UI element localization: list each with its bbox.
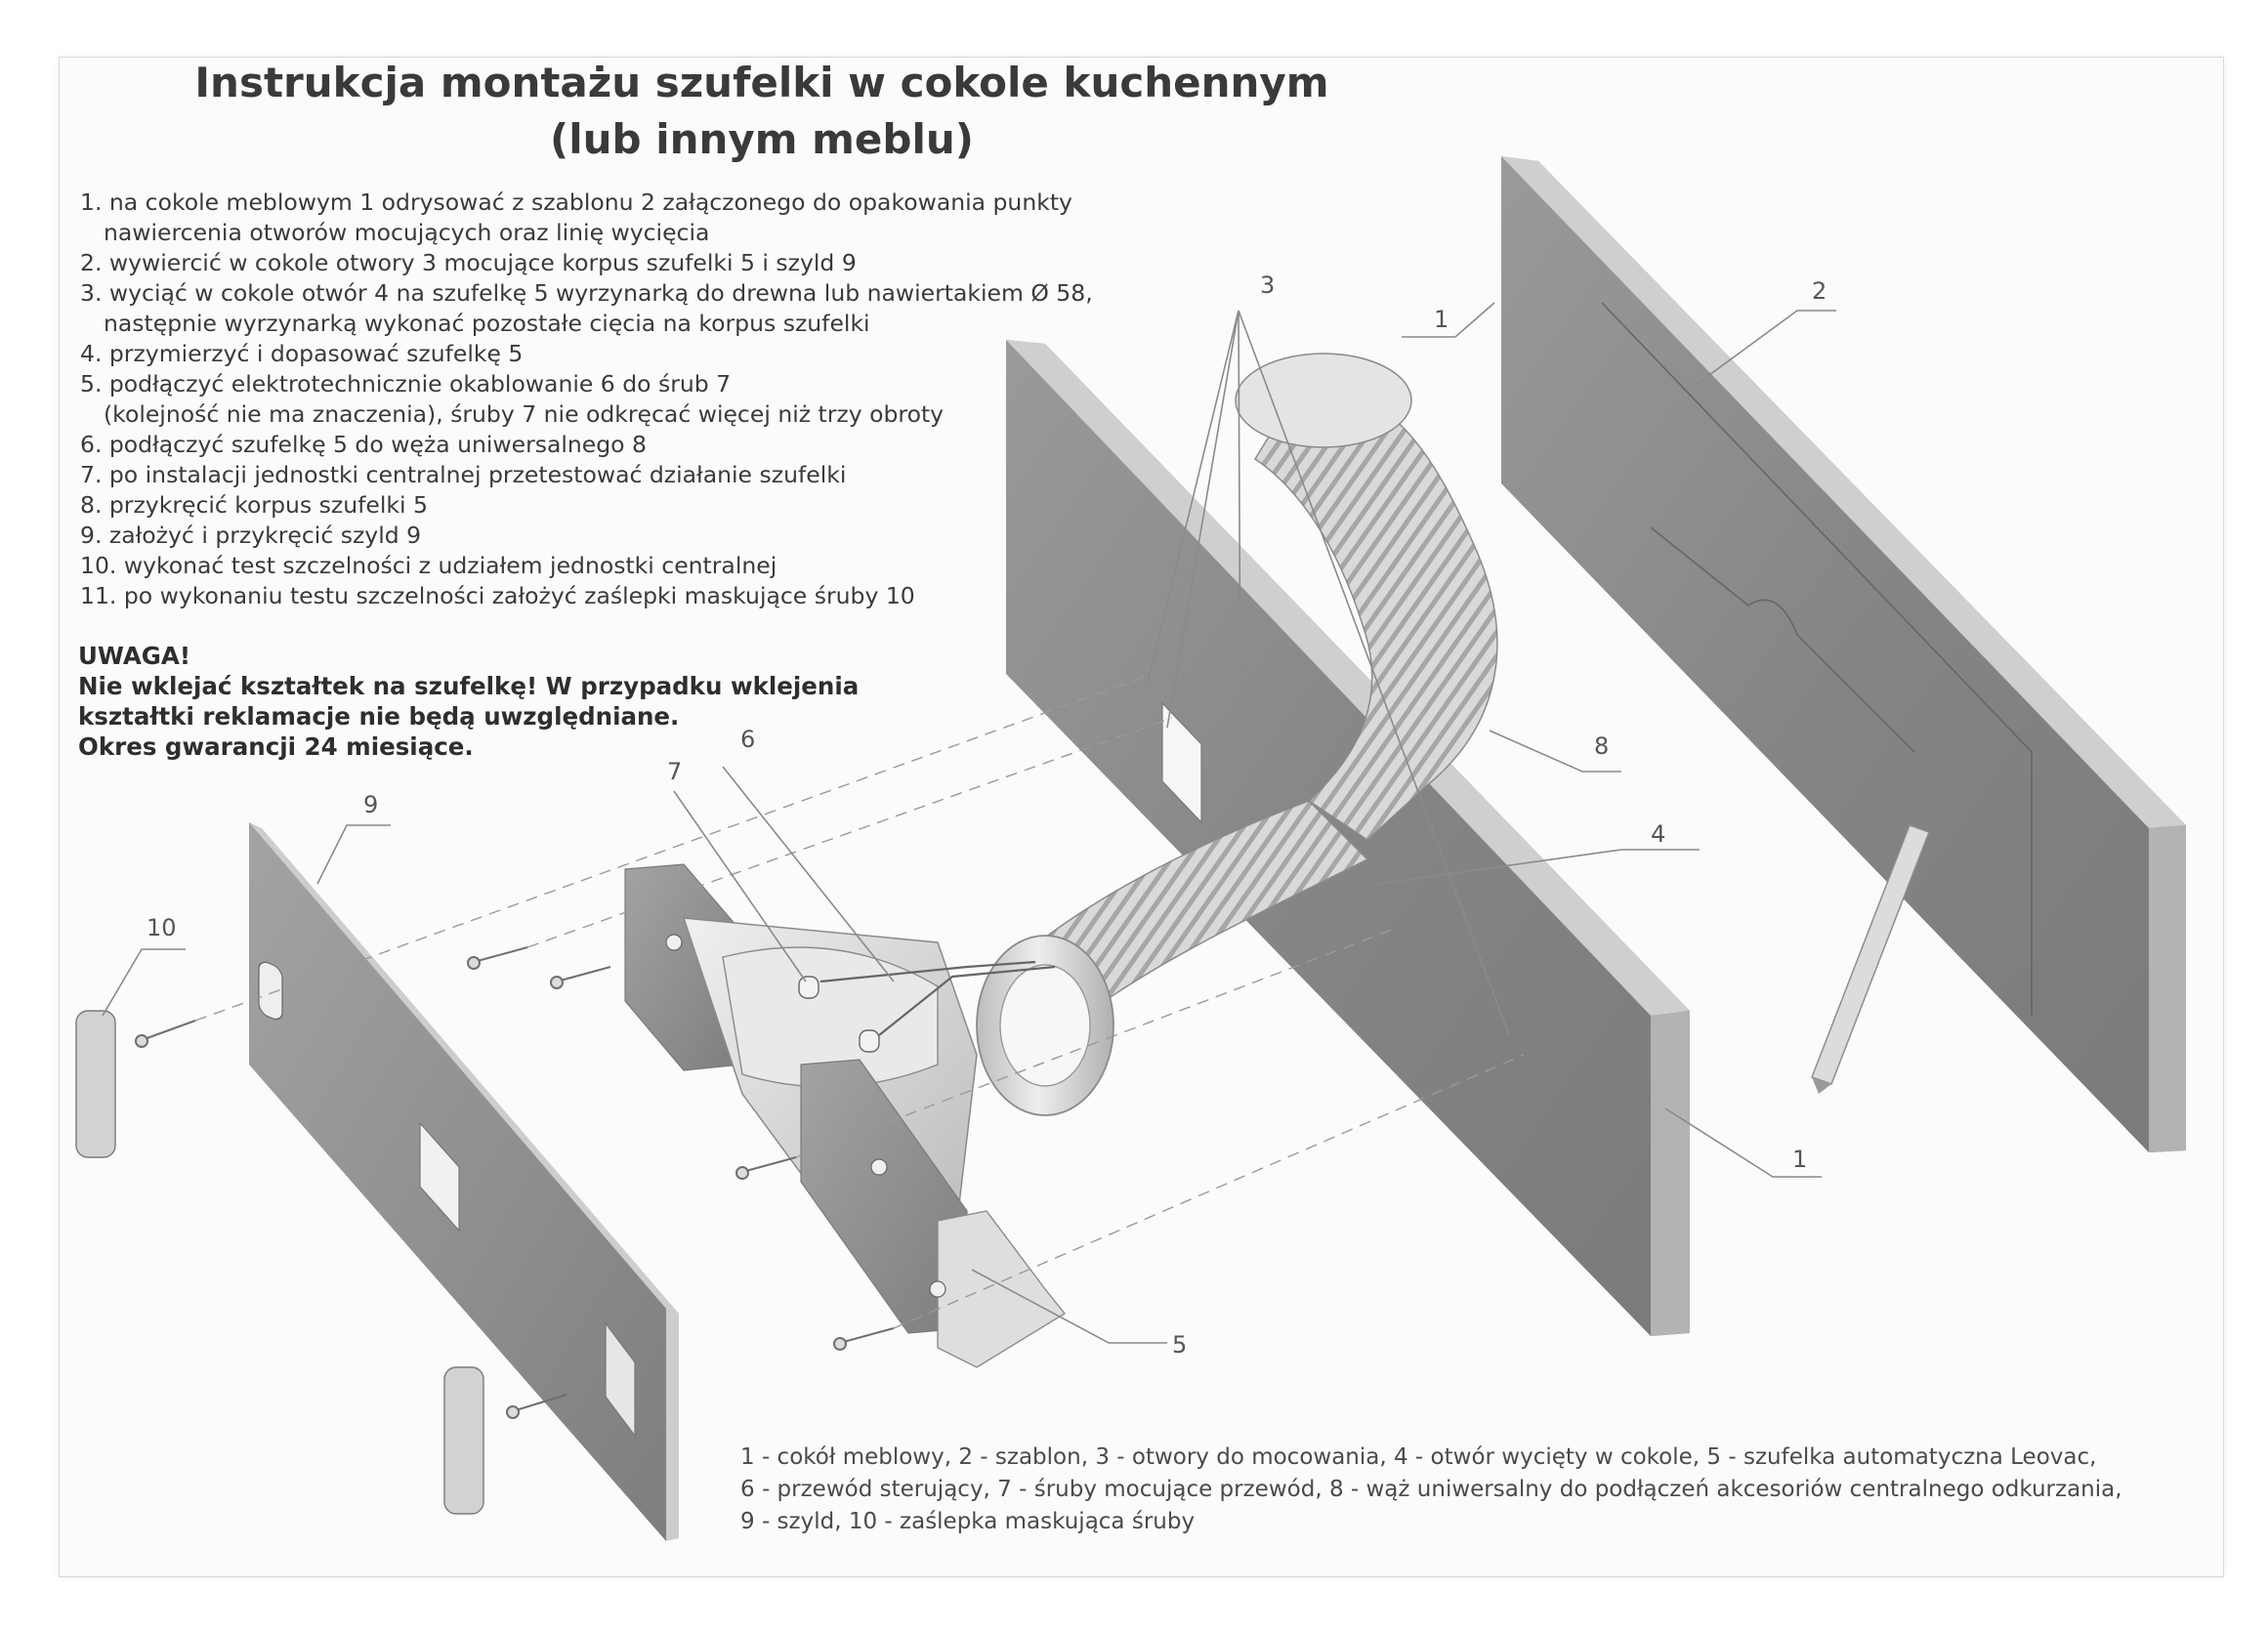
step-5: 5. podłączyć elektrotechnicznie okablowa… bbox=[80, 370, 732, 397]
step-3: 3. wyciąć w cokole otwór 4 na szufelkę 5… bbox=[80, 279, 1093, 307]
legend-line-2: 6 - przewód sterujący, 7 - śruby mocując… bbox=[740, 1477, 2122, 1502]
warning-line-3: Okres gwarancji 24 miesiące. bbox=[78, 732, 474, 761]
pencil bbox=[1811, 824, 1930, 1094]
callout-5: 5 bbox=[1172, 1331, 1187, 1358]
callout-4: 4 bbox=[1651, 820, 1665, 848]
dust-pan-body bbox=[624, 863, 1067, 1368]
step-11: 11. po wykonaniu testu szczelności założ… bbox=[80, 582, 915, 609]
callout-7: 7 bbox=[667, 758, 682, 785]
step-8: 8. przykręcić korpus szufelki 5 bbox=[80, 491, 428, 519]
flexible-hose bbox=[976, 353, 1498, 1116]
callout-10: 10 bbox=[147, 914, 177, 941]
step-4: 4. przymierzyć i dopasować szufelkę 5 bbox=[80, 340, 524, 367]
callout-6: 6 bbox=[740, 726, 755, 753]
callout-2: 2 bbox=[1812, 277, 1827, 305]
page-title: Instrukcja montażu szufelki w cokole kuc… bbox=[194, 59, 1329, 106]
callout-8: 8 bbox=[1594, 732, 1609, 760]
step-5-continued: (kolejność nie ma znaczenia), śruby 7 ni… bbox=[104, 400, 945, 428]
cokol-board-middle bbox=[1006, 340, 1690, 1336]
warning-box: UWAGA! Nie wklejać kształtek na szufelkę… bbox=[78, 641, 859, 762]
warning-line-2: kształtki reklamacje nie będą uwzględnia… bbox=[78, 702, 680, 731]
step-2: 2. wywiercić w cokole otwory 3 mocujące … bbox=[80, 249, 857, 276]
legend-line-3: 9 - szyld, 10 - zaślepka maskująca śruby bbox=[740, 1509, 1196, 1534]
step-7: 7. po instalacji jednostki centralnej pr… bbox=[80, 461, 847, 488]
step-10: 10. wykonać test szczelności z udziałem … bbox=[80, 552, 777, 579]
cokol-board-right bbox=[1501, 156, 2186, 1152]
callout-1-right: 1 bbox=[1434, 306, 1449, 333]
callout-1-bottom: 1 bbox=[1792, 1146, 1807, 1173]
callout-9: 9 bbox=[363, 791, 378, 818]
page-subtitle: (lub innym meblu) bbox=[550, 115, 974, 163]
screws bbox=[135, 946, 895, 1419]
callout-3: 3 bbox=[1260, 272, 1275, 299]
step-1: 1. na cokole meblowym 1 odrysować z szab… bbox=[80, 188, 1072, 216]
warning-line-1: Nie wklejać kształtek na szufelkę! W prz… bbox=[78, 672, 860, 700]
step-6: 6. podłączyć szufelkę 5 do węża uniwersa… bbox=[80, 431, 647, 458]
step-9: 9. założyć i przykręcić szyld 9 bbox=[80, 522, 422, 549]
legend-line-1: 1 - cokół meblowy, 2 - szablon, 3 - otwo… bbox=[740, 1444, 2097, 1470]
end-caps bbox=[75, 1010, 484, 1515]
face-plate bbox=[249, 822, 679, 1541]
step-3-continued: następnie wyrzynarką wykonać pozostałe c… bbox=[104, 310, 870, 337]
assembly-lines bbox=[194, 673, 1525, 1329]
parts-legend: 1 - cokół meblowy, 2 - szablon, 3 - otwo… bbox=[740, 1442, 2122, 1538]
warning-heading: UWAGA! bbox=[78, 642, 191, 670]
leader-lines bbox=[102, 302, 1836, 1344]
instruction-steps: 1. na cokole meblowym 1 odrysować z szab… bbox=[80, 188, 1093, 611]
step-1-continued: nawiercenia otworów mocujących oraz lini… bbox=[104, 219, 710, 246]
